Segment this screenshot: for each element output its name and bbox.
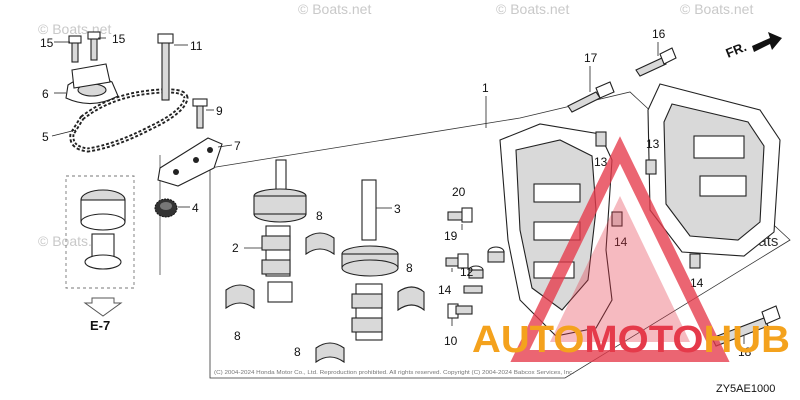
camshaft-part-2 (253, 159, 307, 303)
callout-8c: 8 (406, 261, 413, 275)
bolt-14 (463, 285, 483, 294)
bearing-8a (305, 232, 335, 256)
dowel-13a (595, 131, 607, 147)
cam-chain-tensioner-group (65, 31, 223, 218)
bearing-shells (225, 232, 425, 364)
callout-7: 7 (234, 139, 241, 153)
callout-15a: 15 (40, 36, 54, 50)
watermark: © Boats.net (496, 1, 569, 17)
callout-4: 4 (192, 201, 199, 215)
callout-6: 6 (42, 87, 49, 101)
callout-16: 16 (652, 27, 666, 41)
callout-14c: 14 (690, 276, 704, 290)
cylinder-block-right (645, 83, 781, 269)
direction-label: FR. (724, 39, 749, 61)
bolt-19 (445, 253, 469, 269)
bolt-17 (567, 81, 615, 113)
leader-lines (51, 37, 745, 344)
dowel-14c (689, 253, 701, 269)
diagram-code: ZY5AE1000 (716, 383, 775, 395)
reference-label: E-7 (90, 318, 110, 333)
callout-11: 11 (190, 39, 203, 53)
assembly-outline (209, 91, 791, 379)
bolt-9 (192, 98, 208, 129)
dowel-14a (611, 211, 623, 227)
cylinder-head-part-1 (499, 123, 623, 337)
copyright-fine-print: (C) 2004-2024 Honda Motor Co., Ltd. Repr… (214, 370, 574, 376)
callout-15b: 15 (112, 32, 126, 46)
bearing-8d (315, 342, 345, 364)
bearing-8b (225, 284, 255, 310)
callout-2: 2 (232, 241, 239, 255)
callout-9: 9 (216, 104, 223, 118)
callout-5: 5 (42, 130, 49, 144)
small-hardware (445, 207, 505, 319)
bushing-12a (487, 246, 505, 263)
watermarks: © Boats.net © Boats.net © Boats.net © Bo… (38, 1, 778, 250)
callouts: 15 15 6 5 11 9 7 4 2 8 3 8 8 8 1 17 16 1… (40, 27, 752, 359)
callout-18: 18 (738, 345, 752, 359)
bearing-8c (397, 286, 425, 312)
callout-14a: 14 (614, 235, 628, 249)
callout-1: 1 (482, 81, 489, 95)
chain-guide-part-7 (157, 137, 223, 187)
watermark: © Boats.net (298, 1, 371, 17)
dowel-13b (645, 159, 657, 175)
callout-14b: 14 (438, 283, 452, 297)
callout-8d: 8 (294, 345, 301, 359)
bolt-15a (68, 35, 82, 63)
callout-17: 17 (584, 51, 598, 65)
bolt-11 (157, 33, 174, 101)
callout-8a: 8 (316, 209, 323, 223)
bolt-16 (635, 47, 677, 77)
bolt-20 (447, 207, 473, 223)
bushing-12b (468, 265, 484, 279)
bolt-10 (447, 303, 473, 319)
callout-13a: 13 (594, 155, 608, 169)
callout-19: 19 (444, 229, 458, 243)
bolt-15b (87, 31, 101, 61)
callout-20: 20 (452, 185, 466, 199)
watermark: © Boats.net (680, 1, 753, 17)
direction-arrow-icon (752, 32, 782, 52)
callout-8b: 8 (234, 329, 241, 343)
callout-10: 10 (444, 334, 458, 348)
reference-arrow (83, 297, 123, 317)
reference-box: E-7 (65, 175, 135, 333)
callout-13b: 13 (646, 137, 660, 151)
callout-12: 12 (460, 265, 474, 279)
camshaft-part-3 (341, 179, 399, 341)
direction-indicator: FR. (724, 32, 782, 61)
callout-3: 3 (394, 202, 401, 216)
